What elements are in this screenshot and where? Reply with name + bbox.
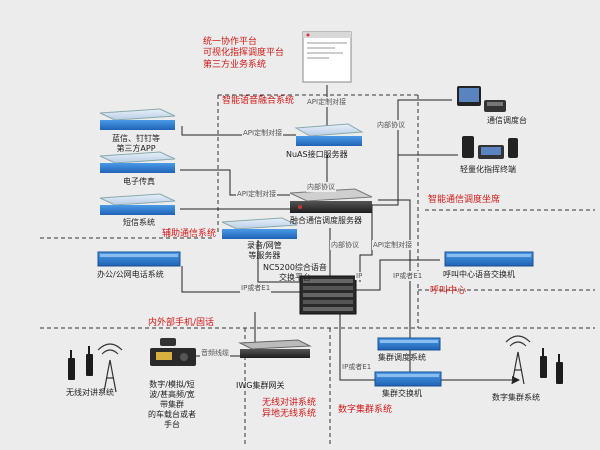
radio-tower-left: [97, 343, 123, 393]
link-ip-e1-c: IP或者E1: [341, 362, 373, 372]
zone-callcenter: 呼叫中心: [430, 286, 467, 296]
sms-label: 短信系统: [123, 218, 155, 227]
arrow-head: [512, 376, 520, 384]
link-api-3: API定制对接: [236, 189, 278, 199]
fusion-server-label: 融合通信调度服务器: [290, 216, 362, 225]
nc5200-label: NC5200综合语音 交换平台: [263, 263, 327, 282]
light-terminal-icon: [462, 136, 518, 159]
zone-digital-trunk: 数字集群系统: [338, 405, 393, 415]
radio-system-label: 无线对讲系统: [66, 388, 114, 397]
handset-radios: [68, 346, 563, 384]
link-api-2: API定制对接: [242, 128, 284, 138]
link-api-4: API定制对接: [372, 240, 414, 250]
server-units: [97, 108, 534, 387]
top-platform-label: 统一协作平台 可视化指挥调度平台 第三方业务系统: [203, 37, 285, 70]
dark-hardware: [238, 188, 373, 358]
console-icon: [457, 86, 506, 112]
zone-wireless: 无线对讲系统 异地无线系统: [262, 398, 317, 420]
link-ip-e1-b: IP或者E1: [392, 271, 424, 281]
recorder-label: 录音/网管 等服务器: [247, 241, 282, 260]
zone-inner-outer: 内外部手机/固话: [148, 318, 215, 328]
iwg-gateway-label: IWG集群网关: [236, 381, 285, 390]
zone-dispatch-seat: 智能通信调度坐席: [428, 195, 501, 205]
callcenter-switch-label: 呼叫中心语音交换机: [443, 270, 515, 279]
platform-window-icon: [302, 31, 352, 83]
radio-tower-right: [505, 335, 531, 385]
dingtalk-label: 蓝信、钉钉等 第三方APP: [112, 134, 160, 153]
vehicle-radio-icon: [150, 338, 196, 366]
link-audio-cable: 音频线缆: [200, 348, 230, 358]
nuas-label: NuAS接口服务器: [286, 150, 348, 159]
trunk-switch-label: 集群交换机: [382, 389, 422, 398]
trunk-dispatch-label: 集群调度系统: [378, 353, 426, 362]
vehicle-radio-label: 数字/模拟/短 波/甚高频/宽 带集群 的车载台或者 手台: [148, 380, 196, 429]
link-ip: IP: [355, 272, 364, 280]
link-inner-3: 内部协议: [330, 240, 360, 250]
light-terminal-label: 轻量化指挥终端: [460, 165, 516, 174]
link-inner-2: 内部协议: [306, 182, 336, 192]
zone-voice-fusion: 智能语音融合系统: [222, 96, 295, 106]
zone-aux-comm: 辅助通信系统: [162, 229, 217, 239]
link-ip-e1-a: IP或者E1: [240, 283, 272, 293]
link-inner-1: 内部协议: [376, 120, 406, 130]
digital-trunk-system-label: 数字集群系统: [492, 393, 540, 402]
efax-label: 电子传真: [123, 177, 155, 186]
console-label: 通信调度台: [487, 116, 527, 125]
office-phone-label: 办公/公网电话系统: [97, 270, 164, 279]
link-api-1: API定制对接: [306, 97, 348, 107]
